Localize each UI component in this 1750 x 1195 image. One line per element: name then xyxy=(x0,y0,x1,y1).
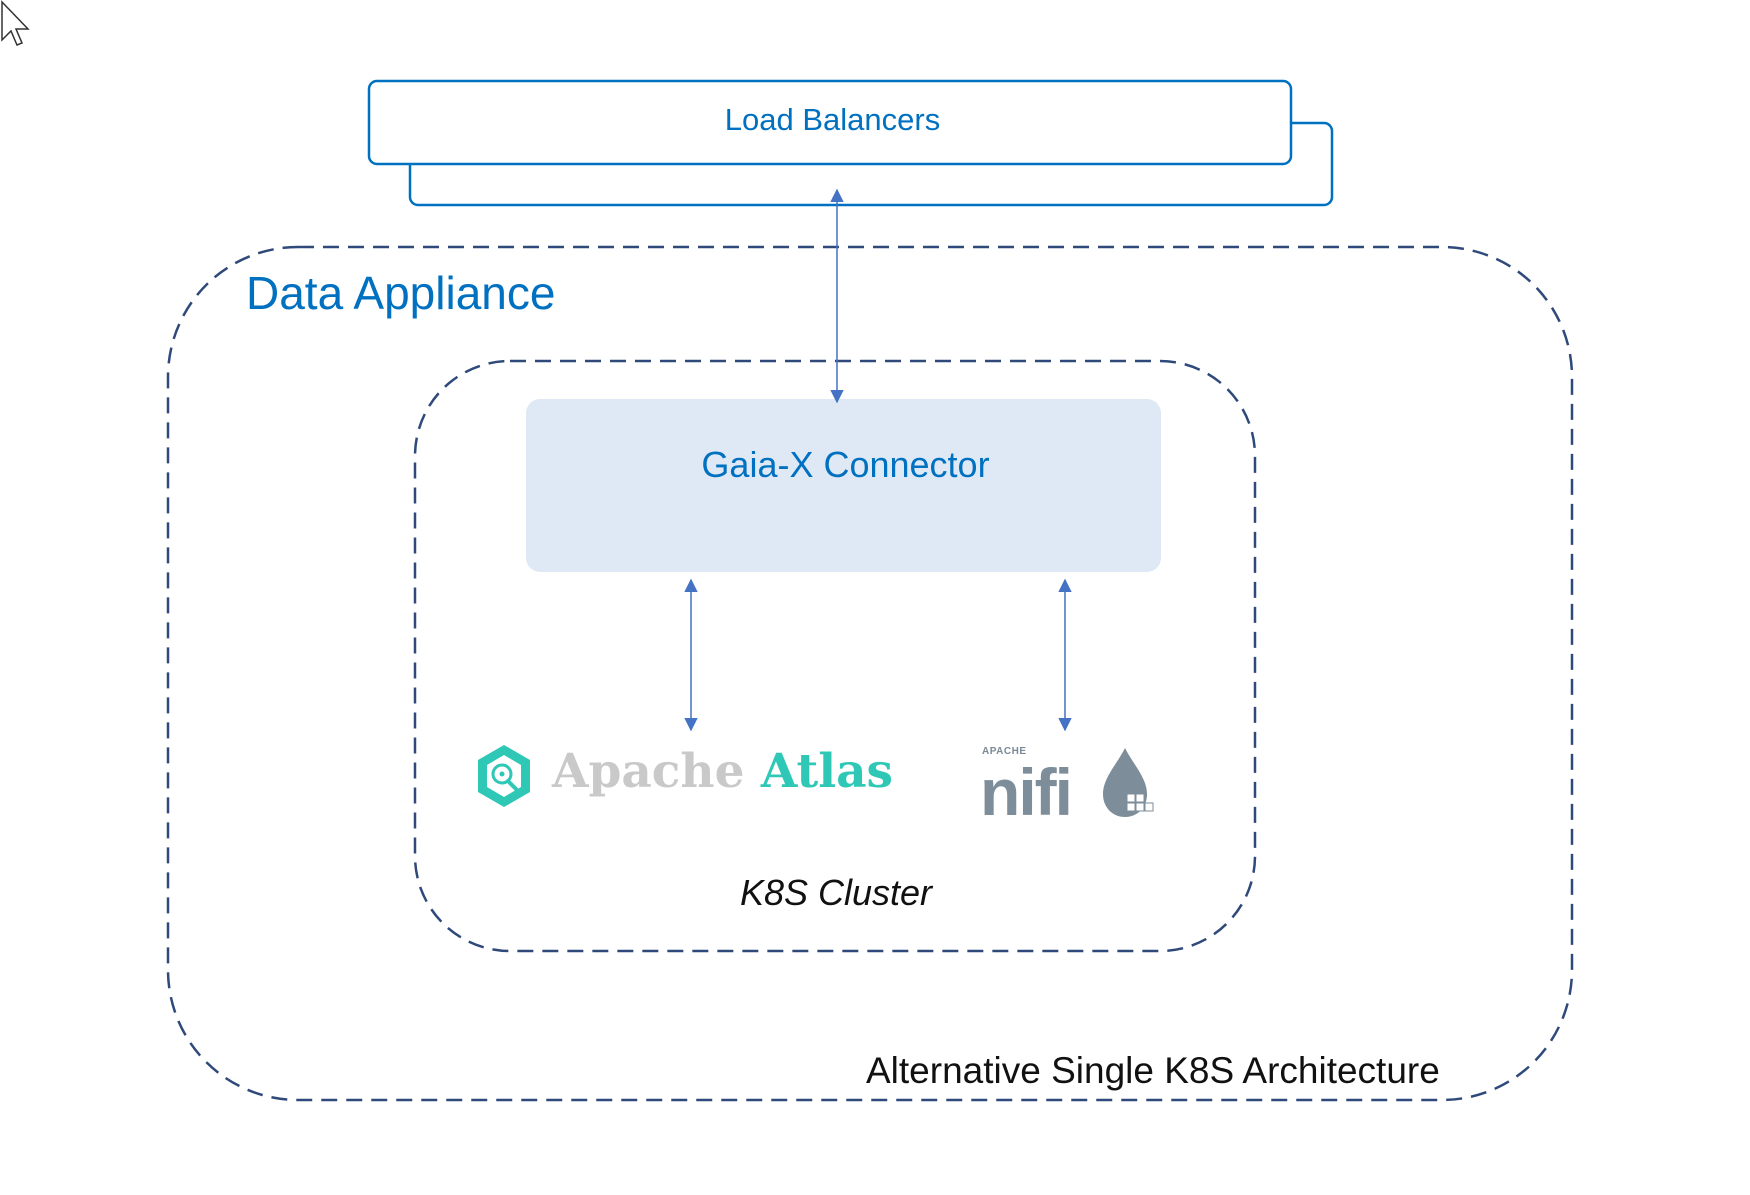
nifi-drop-icon xyxy=(1103,748,1154,817)
apache-atlas-logo: Apache Atlas xyxy=(474,742,893,812)
mouse-pointer-icon xyxy=(1,0,30,46)
apache-nifi-logo: APACHE nifi xyxy=(980,742,1154,832)
atlas-word-atlas: Atlas xyxy=(760,744,893,799)
atlas-word-apache: Apache xyxy=(552,744,745,799)
nifi-word: nifi xyxy=(980,755,1073,829)
load-balancer-box-front xyxy=(367,79,1293,166)
data-appliance-region xyxy=(166,245,1574,1102)
gaia-x-connector-label: Gaia-X Connector xyxy=(701,444,990,485)
k8s-cluster-label: K8S Cluster xyxy=(739,872,933,913)
data-appliance-label: Data Appliance xyxy=(246,267,556,319)
atlas-hexagon-icon xyxy=(478,745,530,807)
load-balancers-label: Load Balancers xyxy=(724,102,941,137)
nifi-apache-text: APACHE xyxy=(982,746,1027,757)
architecture-label: Alternative Single K8S Architecture xyxy=(866,1050,1440,1091)
gaia-x-connector-box xyxy=(526,399,1161,572)
